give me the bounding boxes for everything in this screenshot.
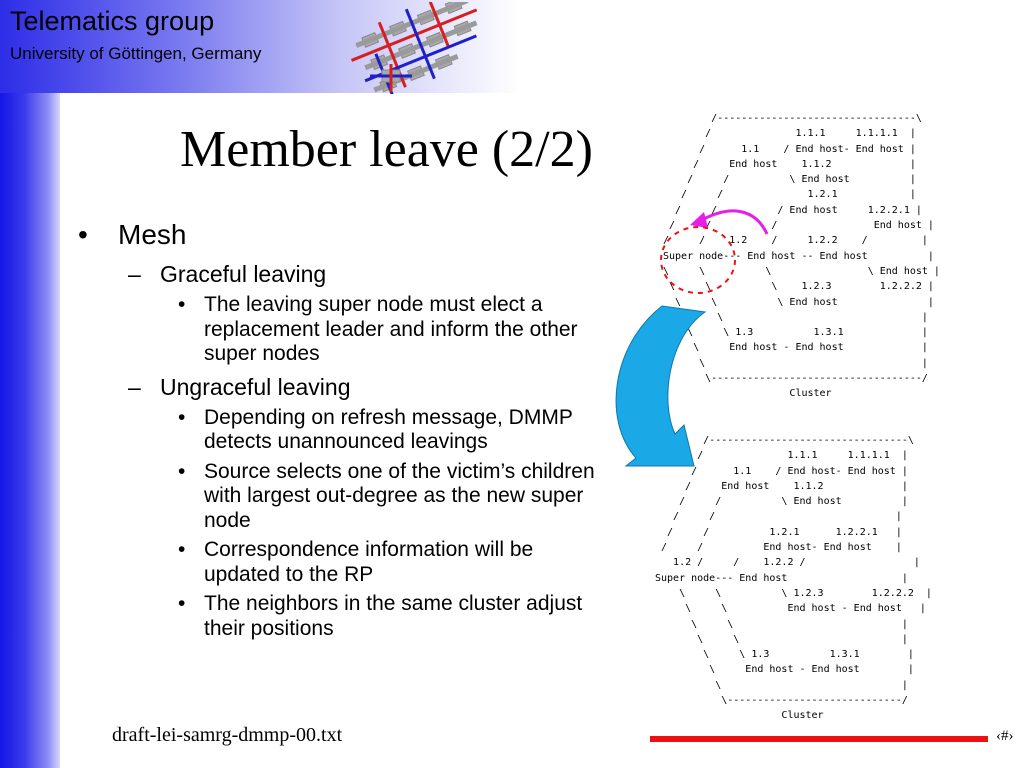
slide-title: Member leave (2/2) [180, 121, 593, 178]
university-name: University of Göttingen, Germany [10, 44, 262, 63]
network-logo-icon [350, 2, 478, 94]
leaving-node-dashed-circle-icon [660, 226, 736, 294]
bullet-text: Mesh [118, 219, 187, 250]
bullet-dot-icon: • [178, 592, 186, 615]
footer-red-bar [650, 736, 988, 742]
bullet-text: The leaving super node must elect a repl… [204, 293, 578, 365]
footer-filename: draft-lei-samrg-dmmp-00.txt [112, 724, 343, 746]
dash-icon: – [128, 373, 141, 400]
cluster-diagram-after: /---------------------------------\ / 1.… [655, 435, 932, 722]
bullet-ungraceful-item: • Correspondence information will be upd… [178, 538, 598, 587]
bullet-text: The neighbors in the same cluster adjust… [204, 592, 583, 640]
page-number: ‹#› [996, 728, 1014, 744]
group-name: Telematics group [10, 6, 215, 36]
bullet-ungraceful-item: • Depending on refresh message, DMMP det… [178, 406, 598, 455]
bullet-dot-icon: • [178, 293, 186, 316]
bullet-text: Ungraceful leaving [160, 373, 351, 400]
bullet-content: • Mesh – Graceful leaving • The leaving … [78, 216, 598, 641]
bullet-text: Source selects one of the victim’s child… [204, 459, 595, 532]
leaving-indicator-arrow-icon [701, 209, 769, 235]
leaving-indicator-arrowhead-icon [690, 212, 708, 228]
bullet-text: Graceful leaving [160, 261, 327, 287]
bullet-text: Depending on refresh message, DMMP detec… [204, 405, 573, 454]
bullet-dot-icon: • [78, 219, 88, 250]
bullet-dot-icon: • [178, 538, 186, 561]
bullet-dot-icon: • [178, 459, 186, 483]
bullet-graceful-item: • The leaving super node must elect a re… [178, 293, 598, 367]
bullet-text: Correspondence information will be updat… [204, 538, 534, 586]
dash-icon: – [128, 261, 141, 287]
bullet-ungraceful-item: • Source selects one of the victim’s chi… [178, 460, 598, 534]
left-gradient-bar [0, 0, 60, 768]
bullet-mesh: • Mesh [78, 216, 598, 254]
bullet-ungraceful-leaving: – Ungraceful leaving [128, 373, 598, 401]
cluster-diagram-before: /---------------------------------\ / 1.… [663, 113, 940, 400]
bullet-ungraceful-item: • The neighbors in the same cluster adju… [178, 592, 598, 641]
bullet-graceful-leaving: – Graceful leaving [128, 260, 598, 288]
bullet-dot-icon: • [178, 405, 186, 429]
transition-arrow-icon [615, 305, 707, 467]
